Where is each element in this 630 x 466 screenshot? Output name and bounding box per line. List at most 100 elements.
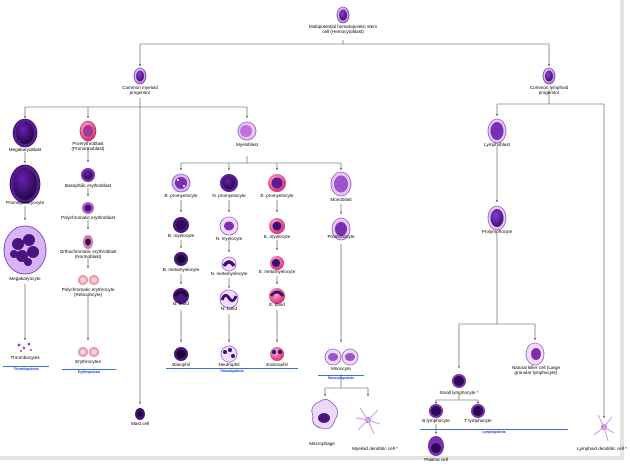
promonocyte-shape [331,217,351,241]
prolymphocyte-label: Prolymphocyte [481,229,513,234]
b-metamyelocyte-shape [174,252,188,266]
polychromatic-erythroblast-label: Polychromatic erythroblast [60,215,116,220]
lymphoid-progenitor-shape [542,67,556,85]
megakaryoblast-shape [12,118,38,148]
n-promyelocyte-shape [220,174,238,192]
footnote-marker: * [476,390,479,395]
lymphoid-dendritic-text: Lymphoid dendritic cell [577,446,624,451]
e-metamyelocyte-label: E. metamyelocyte [258,269,296,274]
neutrophil-shape [220,345,238,363]
e-promyelocyte-label: E. promyelocyte [260,193,294,198]
t-lymphocyte-shape [471,404,485,418]
b-lymphocyte-shape [429,404,443,418]
e-metamyelocyte-shape [270,256,284,270]
mast-cell-label: Mast cell [130,421,150,426]
erythrocytes-label: Erythrocytes [75,359,101,364]
monocyte-shape [324,348,359,366]
eosinophil-shape [270,347,284,361]
lymphopoiesis-bracket [420,429,568,430]
proerythroblast-shape [79,120,97,142]
macrophage-label: Macrophage [309,441,335,446]
promegakaryocyte-shape [9,164,41,204]
b-myelocyte-shape [173,217,189,233]
nk-cell-shape [525,342,545,366]
n-metamyelocyte-label: N. metamyelocyte [210,271,248,276]
cells [3,6,615,456]
monocytopoiesis-bracket [318,375,364,376]
erythropoiesis-bracket [62,369,116,370]
erythrocytes-shape [78,347,99,357]
n-band-label: N. band [220,306,238,311]
e-promyelocyte-shape [268,174,286,192]
basophil-shape [174,347,188,361]
lymphoid-progenitor-label: Common lymphoid progenitor [529,85,569,96]
polychromatic-erythrocyte-label: Polychromatic erythrocyte (Reticulocyte) [61,287,115,298]
proerythroblast-label: Proerythroblast (Pronormoblast) [71,141,105,152]
myeloblast-shape [237,121,257,141]
e-band-shape [269,288,285,304]
monoblast-shape [330,171,352,197]
b-promyelocyte-label: B. promyelocyte [164,193,198,198]
eosinophil-label: Eosinophil [266,362,288,367]
n-myelocyte-label: N. myelocyte [215,236,243,241]
t-lymphocyte-label: T lymphocyte [464,418,492,423]
megakaryocyte-shape [3,225,47,275]
prolymphocyte-shape [487,205,507,231]
e-band-label: E. band [269,302,285,307]
n-metamyelocyte-shape [221,256,237,272]
monoblast-label: Monoblast [330,197,352,202]
lymphopoiesis-label: Lymphopoiesis [482,430,506,434]
neutrophil-label: Neutrophil [218,362,240,367]
myeloid-progenitor-label: Common myeloid progenitor [122,85,158,96]
megakaryocyte-label: Megakaryocyte [9,276,41,281]
n-band-shape [219,289,239,309]
e-myelocyte-shape [269,218,285,234]
b-lymphocyte-label: B lymphocyte [422,418,450,423]
nk-cell-label: Natural killer cell (Large granular lymp… [511,365,561,376]
myeloblast-label: Myeloblast [236,142,258,147]
lymphoblast-shape [487,118,507,144]
myeloid-dendritic-text: Myeloid dendritic cell [352,446,395,451]
myeloid-dendritic-label: Myeloid dendritic cell * [352,446,398,451]
lymphoid-dendritic-shape [593,414,615,442]
reticulocytes-shape [78,275,99,285]
erythropoiesis-label: Erythropoiesis [77,370,101,374]
footnote-marker: * [396,446,398,451]
small-lymphocyte-label: Small lymphocyte * [439,390,478,395]
orthochromatic-erythroblast-shape [83,235,93,249]
stem-cell-shape [336,6,350,24]
myeloid-dendritic-shape [355,407,381,435]
myeloid-progenitor-shape [133,67,147,85]
thrombopoiesis-bracket [3,366,49,367]
thrombocytes-label: Thrombocytes [10,355,40,360]
connector-lines [23,40,606,435]
polychromatic-erythroblast-shape [82,202,94,214]
small-lymphocyte-text: Small lymphocyte [439,390,476,395]
b-promyelocyte-shape [171,173,191,193]
basophilic-erythroblast-shape [81,168,95,182]
promegakaryocyte-label: Promegakaryocyte [5,200,45,205]
b-myelocyte-label: B. myelocyte [167,233,195,238]
mast-cell-shape [135,408,145,420]
macrophage-shape [311,399,338,430]
thrombocytes-shape [17,342,32,352]
granulopoiesis-label: Granulopoiesis [220,369,244,373]
promonocyte-label: Promonocyte [327,234,355,239]
lymphoid-dendritic-label: Lymphoid dendritic cell * [577,446,627,451]
basophilic-erythroblast-label: Basophilic erythroblast [64,183,112,188]
basophil-label: Basophil [172,362,190,367]
b-band-shape [173,288,189,304]
e-myelocyte-label: E. myelocyte [263,234,291,239]
plasma-cell-label: Plasma cell [424,457,448,462]
orthochromatic-erythroblast-label: Orthochromatic erythroblast (Normoblast) [59,249,117,260]
n-myelocyte-shape [219,216,239,236]
n-promyelocyte-label: N. promyelocyte [212,193,246,198]
megakaryoblast-label: Megakaryoblast [8,147,42,152]
monocyte-label: Monocyte [331,366,351,371]
small-lymphocyte-shape [452,374,466,388]
monocytopoiesis-label: Monocytopoiesis [327,376,355,380]
footnote-marker: * [625,446,627,451]
b-band-label: B. band [173,301,189,306]
